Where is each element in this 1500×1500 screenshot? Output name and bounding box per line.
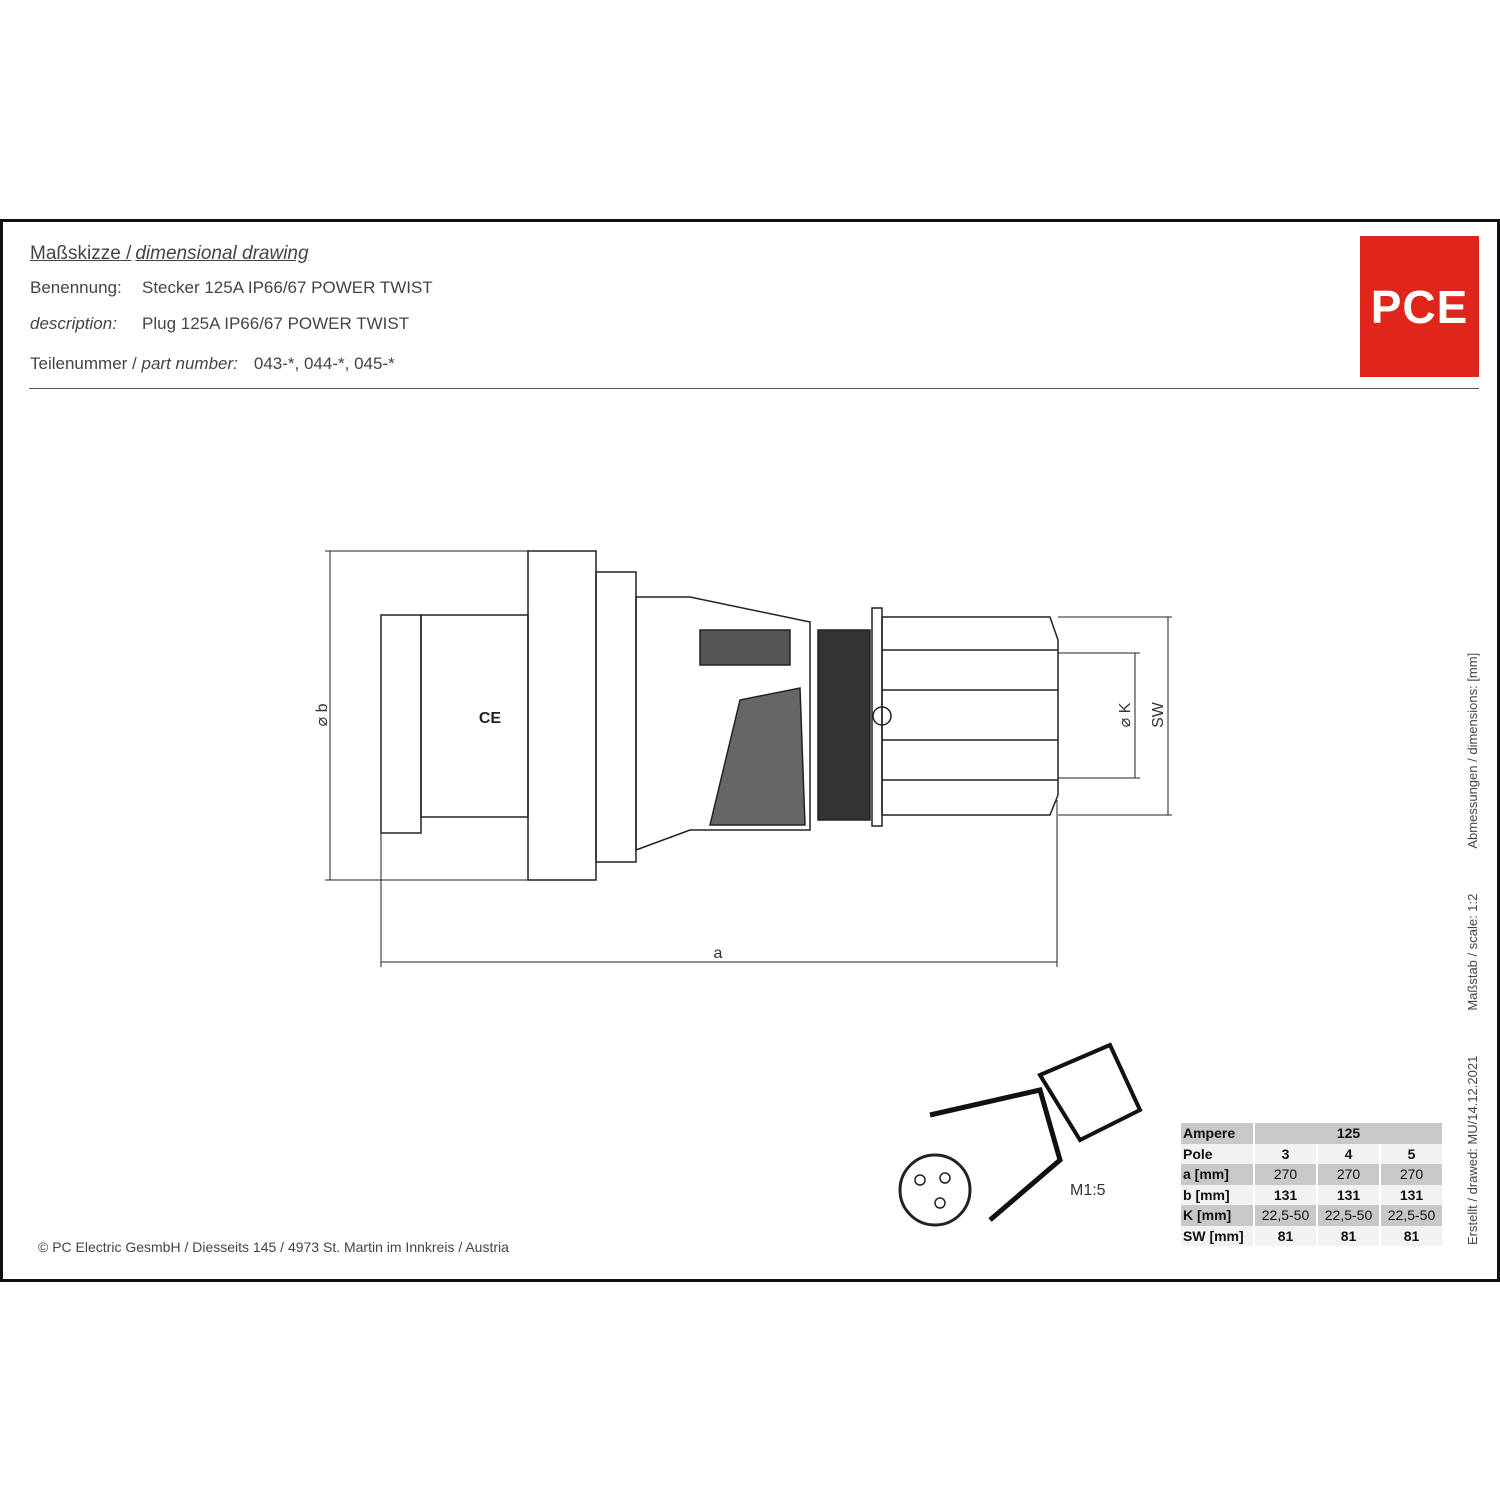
part-label-en: part number: — [141, 354, 238, 373]
cell: 131 — [1255, 1184, 1316, 1205]
row-label: K [mm] — [1181, 1205, 1253, 1226]
scale-info: Maßstab / scale: 1:2 — [1465, 893, 1480, 1011]
dimensions-info: Abmessungen / dimensions: [mm] — [1465, 652, 1480, 849]
cell: 270 — [1318, 1164, 1379, 1185]
part-value: 043-*, 044-*, 045-* — [253, 354, 395, 373]
cell: 131 — [1381, 1184, 1442, 1205]
pce-logo: PCE — [1360, 236, 1479, 377]
name-label: Benennung: — [30, 278, 122, 297]
cell: 81 — [1255, 1225, 1316, 1246]
table-header-label: Ampere — [1181, 1123, 1253, 1144]
cell: 4 — [1318, 1143, 1379, 1164]
title-en: dimensional drawing — [135, 243, 309, 264]
ce-mark: CE — [479, 710, 502, 727]
small-view-scale: M1:5 — [1070, 1182, 1106, 1199]
drawing-frame — [0, 219, 1500, 1282]
row-label: SW [mm] — [1181, 1225, 1253, 1246]
name-value: Stecker 125A IP66/67 POWER TWIST — [142, 278, 433, 297]
dim-b-label: ⌀ b — [314, 703, 331, 726]
cell: 81 — [1318, 1225, 1379, 1246]
dim-sw-label: SW — [1150, 701, 1167, 728]
dim-a-label: a — [714, 945, 723, 962]
created-info: Erstellt / drawed: MU/14.12.2021 — [1465, 1055, 1480, 1245]
table-header-value: 125 — [1255, 1123, 1442, 1144]
row-label: a [mm] — [1181, 1164, 1253, 1185]
plug-outline — [380, 550, 1059, 881]
cell: 5 — [1381, 1143, 1442, 1164]
cell: 131 — [1318, 1184, 1379, 1205]
side-info: Erstellt / drawed: MU/14.12.2021 Maßstab … — [1465, 608, 1480, 1245]
copyright: © PC Electric GesmbH / Diesseits 145 / 4… — [38, 1239, 509, 1255]
dimension-lines — [325, 550, 1172, 967]
name-row: Benennung: Stecker 125A IP66/67 POWER TWI… — [30, 278, 433, 298]
drawing-title: Maßskizze /dimensional drawing — [30, 243, 309, 265]
cell: 270 — [1255, 1164, 1316, 1185]
row-label: b [mm] — [1181, 1184, 1253, 1205]
cell: 81 — [1381, 1225, 1442, 1246]
cell: 22,5-50 — [1381, 1205, 1442, 1226]
cell: 3 — [1255, 1143, 1316, 1164]
cell: 270 — [1381, 1164, 1442, 1185]
cell: 22,5-50 — [1318, 1205, 1379, 1226]
row-label: Pole — [1181, 1143, 1253, 1164]
desc-label: description: — [30, 314, 117, 333]
desc-row: description: Plug 125A IP66/67 POWER TWIS… — [30, 314, 409, 334]
cell: 22,5-50 — [1255, 1205, 1316, 1226]
dim-k-label: ⌀ K — [1117, 702, 1134, 727]
header-divider — [29, 388, 1479, 389]
part-label-de: Teilenummer / — [30, 354, 137, 373]
part-row: Teilenummer / part number: 043-*, 044-*, … — [30, 354, 395, 374]
title-de: Maßskizze / — [30, 243, 132, 264]
desc-value: Plug 125A IP66/67 POWER TWIST — [142, 314, 410, 333]
plug-3d-view — [898, 1042, 1143, 1227]
